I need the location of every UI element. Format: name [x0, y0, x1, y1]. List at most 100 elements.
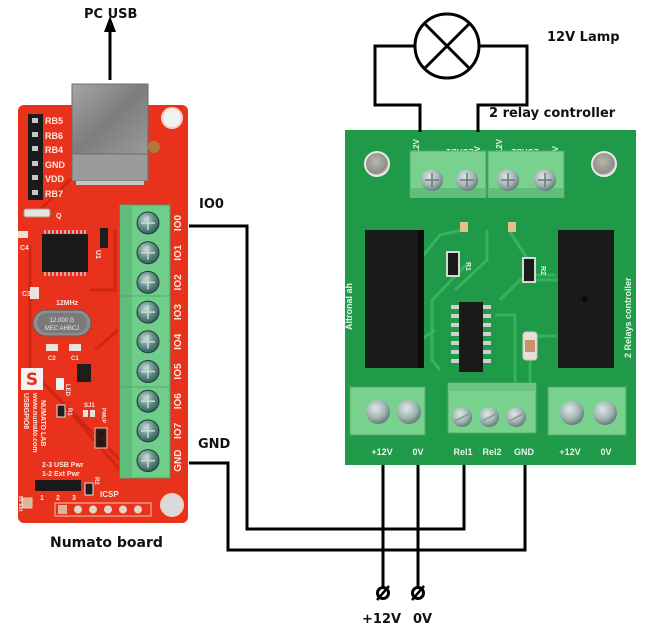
component-label: SJ1	[84, 403, 95, 409]
jumper-number: 1	[40, 495, 44, 502]
supply-terminal-zero[interactable]	[411, 585, 425, 601]
component-label: Q	[56, 213, 62, 220]
crystal-marking: 12.000 G	[50, 318, 75, 324]
brand-text: USBGPIO8	[22, 393, 29, 429]
component-label: C2	[48, 356, 56, 362]
led-1	[460, 222, 468, 232]
wire-lamp-plus	[373, 44, 422, 132]
header-pin-label: RB7	[45, 189, 63, 199]
resistor-r1	[446, 251, 460, 277]
component-label: C4	[20, 245, 29, 252]
relay-controller-label: 2 relay controller	[489, 106, 616, 121]
usb-connector	[71, 83, 160, 185]
component-label: 5V Ext	[17, 496, 23, 512]
screw-slot-icon	[141, 334, 155, 349]
terminal-pin-label: IO5	[173, 363, 184, 380]
header-pin-label: RB6	[45, 131, 63, 141]
component-label: PWUP	[100, 408, 106, 424]
mounting-hole	[364, 151, 390, 177]
screw-slot-icon	[141, 245, 155, 260]
mounting-hole	[161, 107, 183, 129]
terminal-label: +12V	[495, 138, 504, 158]
terminal-label: +12V	[371, 447, 392, 457]
screw-slot-icon	[141, 275, 155, 290]
wire-io0-rel1	[189, 224, 466, 531]
terminal-pin-label: IO3	[173, 304, 184, 321]
power-terminal-block-left	[349, 386, 426, 436]
header-pin-label: RB4	[45, 145, 63, 155]
supply-terminal-plus[interactable]	[376, 585, 390, 601]
board-side-text: Altronal ah	[344, 283, 354, 330]
jumper-label: 1-2 Ext Pwr	[42, 471, 80, 478]
lamp-symbol	[413, 12, 481, 80]
icsp-header	[54, 502, 152, 517]
numato-terminal-screws	[136, 211, 160, 473]
header-pin-label: GND	[45, 160, 66, 170]
terminal-label: +12V	[559, 447, 580, 457]
header-pin-label: RB5	[45, 116, 63, 126]
jumper-number: 2	[56, 495, 60, 502]
component-label: U1	[94, 250, 101, 259]
brand-text: NUMATO LAB	[39, 400, 46, 446]
relay-board: +12V LOAD1 0V +12V LOAD2 0V	[344, 130, 636, 465]
load-terminal-blocks	[409, 150, 565, 198]
relay-1	[365, 230, 424, 368]
supply-plus-label: +12V	[362, 612, 402, 627]
supply-zero-label: 0V	[413, 612, 433, 627]
terminal-label: 0V	[412, 447, 423, 457]
screw-slot-icon	[141, 305, 155, 320]
lamp-label: 12V Lamp	[547, 30, 620, 45]
terminal-pin-label: IO6	[173, 393, 184, 410]
wire-lamp-load	[476, 44, 529, 132]
component-label: C1	[71, 356, 79, 362]
gnd-label: GND	[198, 437, 231, 452]
crystal-marking: MEC AHBCJ	[45, 326, 79, 332]
terminal-pin-label: GND	[173, 449, 184, 471]
numato-board-label: Numato board	[50, 535, 163, 551]
component-label: R1	[66, 408, 72, 416]
terminal-pin-label: IO7	[173, 422, 184, 439]
crystal-frequency: 12MHz	[56, 300, 79, 307]
jumper-number: 3	[72, 495, 76, 502]
brand-text: www.numato.com	[31, 392, 38, 453]
terminal-label: Rel1	[453, 447, 472, 457]
component-label: LED	[64, 384, 70, 397]
terminal-pin-label: IO1	[173, 244, 184, 261]
mounting-hole	[591, 151, 617, 177]
screw-slot-icon	[141, 453, 155, 468]
screw-slot-icon	[141, 364, 155, 379]
numato-board: RB5 RB6 RB4 GND VDD RB7 Q U1 C4 C3 12MHz	[17, 83, 188, 523]
io0-label: IO0	[199, 197, 224, 212]
mounting-hole	[160, 493, 184, 517]
led-2	[508, 222, 516, 232]
numato-logo: S	[21, 368, 43, 390]
header-pin-label: VDD	[45, 174, 65, 184]
jumper-label: 2-3 USB Pwr	[42, 462, 84, 469]
terminal-pin-label: IO4	[173, 333, 184, 350]
svg-text:S: S	[26, 370, 38, 390]
pc-usb-label: PC USB	[84, 7, 138, 22]
screw-slot-icon	[141, 216, 155, 230]
board-side-text: 2 Relays controller	[623, 277, 633, 358]
terminal-label: +12V	[412, 138, 421, 158]
terminal-label: Rel2	[482, 447, 501, 457]
pin-header	[28, 114, 43, 200]
component-label: R2	[93, 477, 99, 485]
terminal-pin-label: IO2	[173, 274, 184, 291]
microcontroller-chip	[42, 230, 88, 276]
wires	[189, 44, 529, 590]
power-jumper[interactable]	[35, 480, 81, 491]
terminal-pin-label: IO0	[173, 215, 184, 232]
crystal: 12.000 G MEC AHBCJ	[32, 309, 92, 337]
screw-slot-icon	[141, 394, 155, 409]
component-label: R1	[464, 262, 471, 271]
screw-slot-icon	[141, 423, 155, 438]
resistor-r2	[522, 257, 536, 283]
component-label: R2	[539, 266, 546, 275]
terminal-label: GND	[514, 447, 535, 457]
usb-arrow	[104, 16, 116, 80]
driver-ic	[451, 302, 491, 372]
power-terminal-block-right	[547, 386, 627, 436]
icsp-label: ICSP	[100, 490, 119, 499]
